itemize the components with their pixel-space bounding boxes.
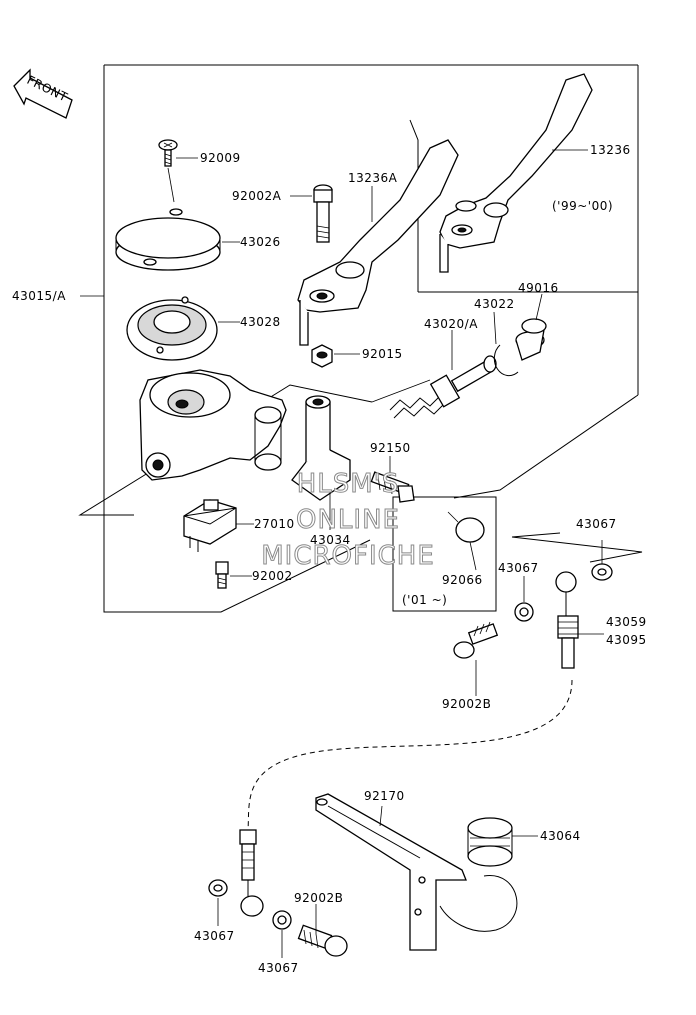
piston-assembly-43020A (389, 355, 497, 419)
banjo-bolt-92002B-mid (453, 621, 499, 659)
inset-box-01 (392, 496, 497, 612)
label-43028: 43028 (240, 315, 281, 329)
label-43059: 43059 (606, 615, 647, 629)
label-43026: 43026 (240, 235, 281, 249)
label-49016: 49016 (518, 281, 559, 295)
lever-13236A (297, 139, 459, 346)
banjo-hose-end-43059 (555, 571, 579, 669)
label-92015: 92015 (362, 347, 403, 361)
grommet-43064 (467, 817, 513, 867)
inset-box-13236 (409, 119, 638, 293)
holder-43034 (291, 395, 351, 501)
washer-43067-bottom-mid (272, 910, 292, 930)
label-43095: 43095 (606, 633, 647, 647)
label-43067-bottom-mid: 43067 (258, 961, 299, 975)
label-43067-top: 43067 (576, 517, 617, 531)
label-92002A: 92002A (232, 189, 282, 203)
lever-13236 (439, 73, 593, 273)
screw-92009 (158, 139, 178, 203)
screw-92002 (215, 561, 229, 589)
washer-43067-mid (514, 602, 534, 622)
label-27010: 27010 (254, 517, 295, 531)
label-43022: 43022 (474, 297, 515, 311)
note-years-99-00: ('99~'00) (552, 199, 613, 213)
reservoir-cap-43026 (115, 208, 221, 271)
pivot-bolt-92002A (313, 184, 333, 243)
note-years-01: ('01 ~) (402, 593, 447, 607)
label-13236: 13236 (590, 143, 631, 157)
hose-panel-lines (511, 532, 643, 563)
dust-boot-49016 (515, 318, 547, 361)
main-assembly-outline (78, 64, 639, 613)
label-43067-mid: 43067 (498, 561, 539, 575)
label-43034: 43034 (310, 533, 351, 547)
master-cylinder-body (139, 369, 287, 481)
label-92170: 92170 (364, 789, 405, 803)
washer-43067-top (591, 563, 613, 581)
watermark-line-3: MICROFICHE (261, 541, 435, 571)
label-43067-bottom-left: 43067 (194, 929, 235, 943)
nut-92015 (311, 344, 333, 368)
label-43015A: 43015/A (12, 289, 66, 303)
front-arrow-icon: FRONT (13, 68, 73, 119)
brake-hose-dashed (247, 679, 573, 831)
banjo-hose-end-bottom (239, 829, 264, 917)
washer-43067-bottom-left (208, 879, 228, 897)
banjo-bolt-92002B-bottom (297, 924, 348, 957)
watermark-line-2: ONLINE (296, 505, 400, 535)
circlip-43022 (493, 344, 519, 377)
label-92002: 92002 (252, 569, 293, 583)
label-92009: 92009 (200, 151, 241, 165)
label-43064: 43064 (540, 829, 581, 843)
label-92002B-bottom: 92002B (294, 891, 343, 905)
leader-lines (80, 149, 604, 958)
watermark: HLSM'S ONLINE MICROFICHE (261, 469, 435, 572)
label-92066: 92066 (442, 573, 483, 587)
label-13236A: 13236A (348, 171, 398, 185)
watermark-line-1: HLSM'S (297, 469, 400, 499)
cap-92066 (447, 511, 485, 543)
label-43020A: 43020/A (424, 317, 478, 331)
label-92150: 92150 (370, 441, 411, 455)
label-92002B-mid: 92002B (442, 697, 491, 711)
bolt-92150 (370, 471, 415, 503)
switch-27010 (183, 499, 237, 552)
diaphragm-43028 (126, 296, 218, 361)
hose-clamp-hook (439, 875, 518, 932)
bracket-92170 (315, 793, 467, 951)
